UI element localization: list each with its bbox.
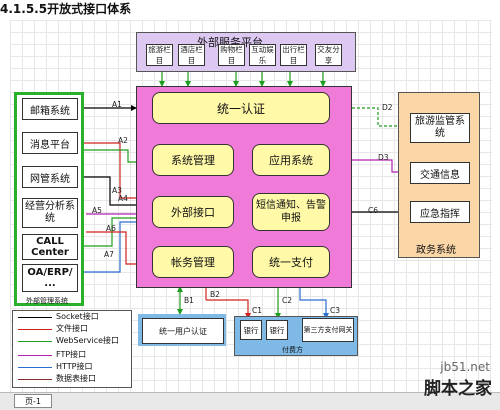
legend xyxy=(12,310,132,388)
network-mgmt-system[interactable]: 网管系统 xyxy=(22,166,78,188)
system-management[interactable]: 系统管理 xyxy=(152,144,234,176)
application-system[interactable]: 应用系统 xyxy=(252,144,330,176)
unified-auth[interactable]: 统一认证 xyxy=(152,92,330,124)
unified-payment[interactable]: 统一支付 xyxy=(252,246,330,278)
user-auth-container: 统一用户认证 xyxy=(138,314,226,346)
business-analysis-system[interactable]: 经营分析系统 xyxy=(22,198,78,228)
edge-label-d3: D3 xyxy=(378,153,389,162)
edge-label-a5: A5 xyxy=(92,206,102,215)
traffic-info[interactable]: 交通信息 xyxy=(410,162,470,184)
status-bar xyxy=(0,392,500,410)
edge-label-b2: B2 xyxy=(210,290,220,299)
edge-label-c6: C6 xyxy=(368,206,379,215)
legend-socket: Socket接口 xyxy=(14,312,134,324)
oa-erp[interactable]: OA/ERP/ ... xyxy=(22,264,78,292)
legend-file: 文件接口 xyxy=(14,324,134,336)
legend-webservice: WebService接口 xyxy=(14,336,134,348)
account-management[interactable]: 帐务管理 xyxy=(152,246,234,278)
edge-label-a1: A1 xyxy=(112,100,122,109)
payer-bank-1[interactable]: 银行 xyxy=(240,320,262,340)
platform-item-entertainment[interactable]: 互动娱乐 xyxy=(249,44,276,66)
edge-label-a4: A4 xyxy=(118,194,128,203)
sms-alert[interactable]: 短信通知、告警申报 xyxy=(252,193,330,231)
platform-item-hotel[interactable]: 酒店栏目 xyxy=(178,44,205,66)
bottom-links xyxy=(177,286,329,319)
page-tab[interactable]: 页-1 xyxy=(14,394,52,408)
edge-label-c3: C3 xyxy=(330,306,341,315)
platform-item-social[interactable]: 交友分享 xyxy=(315,44,342,66)
payer-title: 付费方 xyxy=(282,346,303,354)
payer-bank-2[interactable]: 银行 xyxy=(266,320,288,340)
third-party-payment-gateway[interactable]: 第三方支付网关 xyxy=(302,318,354,342)
legend-ftp: FTP接口 xyxy=(14,350,134,362)
edge-label-d2: D2 xyxy=(382,103,393,112)
edge-label-a6: A6 xyxy=(106,224,116,233)
edge-label-c1: C1 xyxy=(252,306,263,315)
tourism-supervision[interactable]: 旅游监管系统 xyxy=(410,113,470,143)
section-header: 4.1.5.5开放式接口体系 xyxy=(0,2,132,16)
edge-label-a2: A2 xyxy=(118,136,128,145)
message-platform[interactable]: 消息平台 xyxy=(22,132,78,154)
edge-label-a7: A7 xyxy=(104,250,114,259)
call-center[interactable]: CALL Center xyxy=(22,234,78,260)
edge-label-a3: A3 xyxy=(112,186,122,195)
gov-system-title: 政务系统 xyxy=(416,245,456,256)
legend-http: HTTP接口 xyxy=(14,362,134,374)
watermark-url: jb51.net xyxy=(440,360,490,374)
external-mgmt-title: 外部管理系统 xyxy=(26,297,68,305)
platform-item-shopping[interactable]: 购物栏目 xyxy=(218,44,245,66)
legend-datatable: 数据表接口 xyxy=(14,374,134,386)
mail-system[interactable]: 邮箱系统 xyxy=(22,98,78,120)
edge-label-b1: B1 xyxy=(184,296,194,305)
external-platform-title: 外部服务平台 xyxy=(197,36,263,49)
emergency-command[interactable]: 应急指挥 xyxy=(410,201,470,223)
edge-label-c2: C2 xyxy=(282,296,293,305)
platform-item-travel[interactable]: 出行栏目 xyxy=(280,44,307,66)
watermark-title: 脚本之家 xyxy=(424,379,492,399)
external-interface[interactable]: 外部接口 xyxy=(152,196,234,228)
platform-item-tourism[interactable]: 旅游栏目 xyxy=(146,44,173,66)
unified-user-auth[interactable]: 统一用户认证 xyxy=(142,318,224,344)
